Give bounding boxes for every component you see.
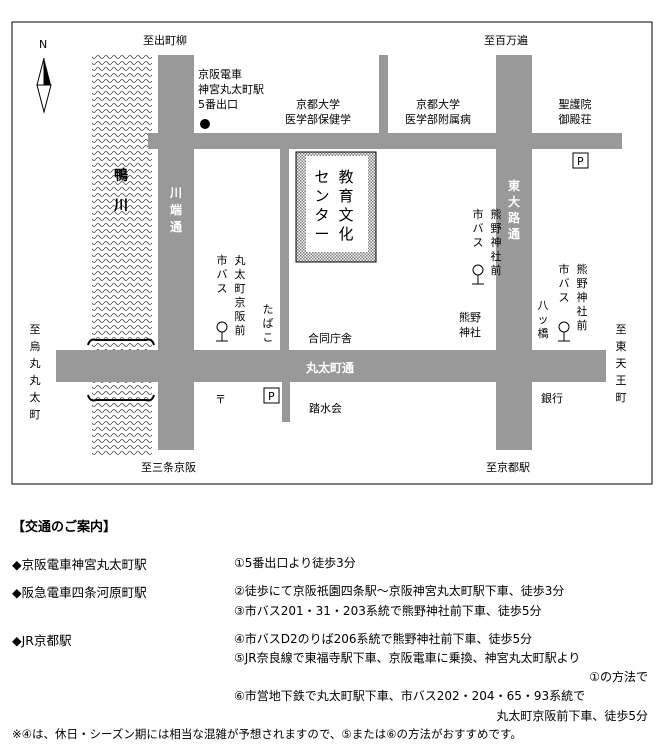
dir-south-right: 至京都駅	[486, 460, 530, 474]
route-line: 丸太町京阪前下車、徒歩5分	[496, 709, 648, 723]
higashioji-road	[496, 55, 532, 450]
tousuikai-label: 踏水会	[309, 401, 342, 415]
med-health-label: 京都大学医学部保健学	[285, 97, 351, 126]
route-line: ③市バス201・31・203系統で熊野神社前下車、徒歩5分	[234, 604, 542, 618]
route-line: ⑥市営地下鉄で丸太町駅下車、市バス202・204・65・93系統で	[234, 689, 586, 703]
route-line: ①5番出口より徒歩3分	[234, 556, 356, 570]
route-line: ②徒歩にて京阪祇園四条駅～京阪神宮丸太町駅下車、徒歩3分	[234, 584, 565, 598]
bus-stop-icon	[558, 321, 570, 342]
bank-label: 銀行	[541, 391, 563, 405]
north-street	[148, 133, 622, 149]
kumano-shrine-label: 熊野神社	[459, 310, 481, 339]
shogoin-label: 聖護院御殿荘	[559, 97, 592, 126]
parking-icon	[572, 152, 589, 169]
post-label: 〒	[215, 393, 226, 406]
dir-south-left: 至三条京阪	[141, 460, 196, 474]
bus-stop-kumano-north-label: 市バス熊野神社前	[473, 207, 502, 277]
river-label: 鴨川	[113, 167, 128, 214]
kawabata-road-label: 川端通	[169, 186, 182, 234]
area-map: 教育文化センター N 川端通 東大路通 丸太町通 鴨川 至出町柳 至百万遍 至三…	[11, 21, 653, 485]
route-hankyu: ◆阪急電車四条河原町駅	[12, 585, 147, 600]
station-exit-marker	[200, 119, 210, 129]
dir-east: 至東天王町	[616, 323, 627, 404]
south-street	[282, 382, 290, 422]
marutamachi-road-label: 丸太町通	[305, 360, 354, 375]
higashioji-road-label: 東大路通	[508, 178, 521, 241]
bridge-south-rail	[87, 394, 155, 402]
dir-north-right: 至百万遍	[484, 34, 528, 47]
parking-label: P	[268, 390, 275, 403]
route-line: ④市バスD2のりば206系統で熊野神社前下車、徒歩5分	[234, 632, 533, 646]
kawabata-road	[158, 55, 194, 450]
route-keihan: ◆京阪電車神宮丸太町駅	[12, 557, 147, 572]
bridge-north-rail	[87, 338, 155, 346]
guide-note: ※④は、休日・シーズン期には相当な混雑が予想されますので、⑤または⑥の方法がおす…	[12, 727, 522, 741]
dir-west: 至烏丸丸太町	[30, 323, 41, 421]
dir-north-left: 至出町柳	[143, 33, 187, 47]
bus-stop-kumano-south-label: 市バス熊野神社前	[559, 262, 588, 332]
parking-icon	[263, 387, 280, 404]
compass-label: N	[39, 38, 47, 51]
building-label-bg	[306, 156, 368, 252]
bus-stop-icon	[216, 321, 228, 342]
building-label: 教育文化センター	[314, 168, 353, 243]
tabako-label: たばこ	[263, 303, 274, 344]
parking-label: P	[577, 155, 584, 168]
med-hospital-label: 京都大学医学部附属病	[405, 97, 471, 126]
route-line: ⑤JR奈良線で東福寺駅下車、京阪電車に乗換、神宮丸太町駅より	[234, 651, 581, 665]
middle-street	[280, 149, 289, 350]
bus-stop-icon	[472, 264, 484, 285]
hatsuhashi-label: 八ッ橋	[538, 299, 549, 340]
marutamachi-road	[56, 350, 606, 382]
kamo-river	[92, 55, 152, 455]
route-jr: ◆JR京都駅	[12, 633, 72, 648]
bus-stop-marutamachi-label: 市バス丸太町京阪前	[217, 253, 246, 337]
guide-title: 【交通のご案内】	[12, 520, 117, 535]
route-line: ①の方法で	[589, 670, 648, 684]
goudou-label: 合同庁舎	[308, 331, 352, 345]
north-arrow: N	[36, 38, 52, 114]
med-street	[379, 55, 388, 135]
